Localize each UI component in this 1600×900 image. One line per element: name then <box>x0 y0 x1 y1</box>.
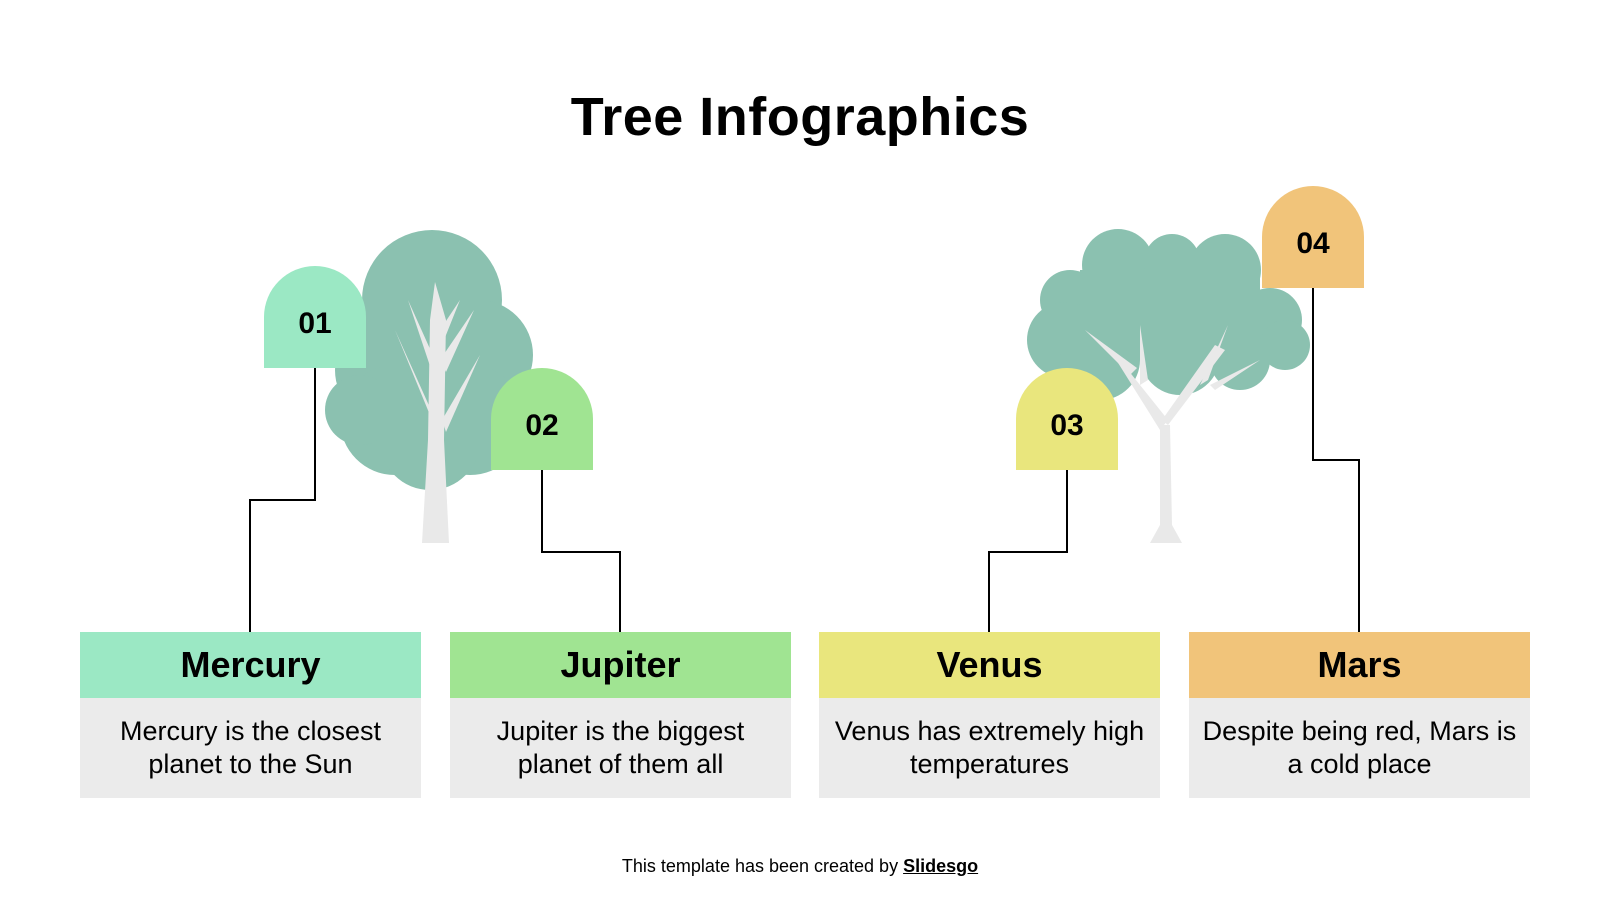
card-jupiter: Jupiter Jupiter is the biggest planet of… <box>450 632 791 798</box>
card-title: Venus <box>819 632 1160 698</box>
card-mars: Mars Despite being red, Mars is a cold p… <box>1189 632 1530 798</box>
footer-credit: This template has been created by Slides… <box>621 856 979 876</box>
connector-lines <box>249 288 1360 632</box>
card-title: Mars <box>1189 632 1530 698</box>
card-mercury: Mercury Mercury is the closest planet to… <box>80 632 421 798</box>
slidesgo-link[interactable]: Slidesgo <box>903 856 979 876</box>
step-badge-01: 01 <box>264 266 366 368</box>
card-text: Despite being red, Mars is a cold place <box>1189 698 1530 798</box>
card-title: Mercury <box>80 632 421 698</box>
step-badge-04: 04 <box>1262 186 1364 288</box>
page-title: Tree Infographics <box>570 87 1030 147</box>
step-badge-03: 03 <box>1016 368 1118 470</box>
card-text: Jupiter is the biggest planet of them al… <box>450 698 791 798</box>
card-title: Jupiter <box>450 632 791 698</box>
step-badge-02: 02 <box>491 368 593 470</box>
card-venus: Venus Venus has extremely high temperatu… <box>819 632 1160 798</box>
card-text: Mercury is the closest planet to the Sun <box>80 698 421 798</box>
card-text: Venus has extremely high temperatures <box>819 698 1160 798</box>
right-tree-icon <box>1027 229 1310 543</box>
